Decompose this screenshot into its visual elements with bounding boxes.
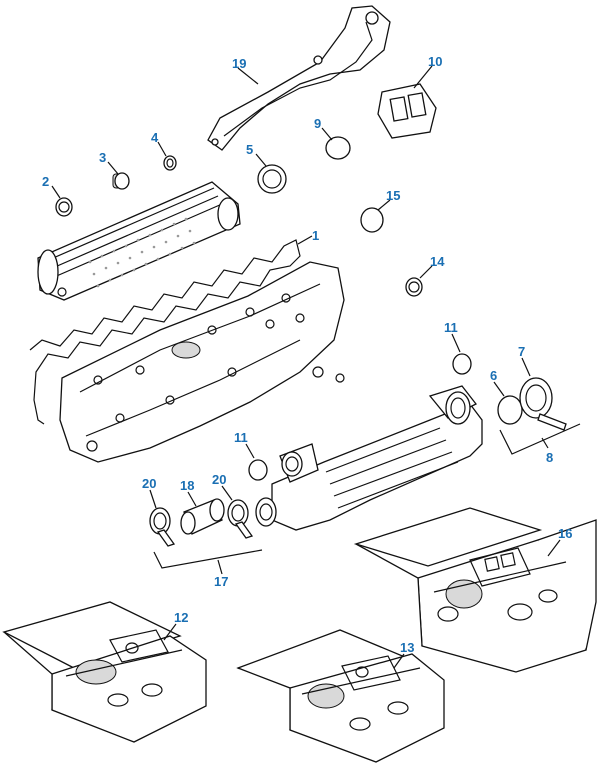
part-11-oring-lower bbox=[248, 459, 268, 481]
callout-10: 10 bbox=[428, 54, 442, 69]
kit-box-13 bbox=[236, 629, 445, 763]
callout-13: 13 bbox=[400, 640, 414, 655]
callout-11-lower: 11 bbox=[234, 430, 248, 445]
callout-19: 19 bbox=[232, 56, 246, 71]
callout-6: 6 bbox=[490, 368, 497, 383]
part-9-oring bbox=[325, 136, 351, 160]
part-2-seal bbox=[55, 197, 73, 217]
callout-7: 7 bbox=[518, 344, 525, 359]
callout-14: 14 bbox=[430, 254, 445, 269]
callout-9: 9 bbox=[314, 116, 321, 131]
callout-1: 1 bbox=[312, 228, 319, 243]
callout-12: 12 bbox=[174, 610, 188, 625]
callout-20-right: 20 bbox=[212, 472, 226, 487]
callout-17: 17 bbox=[214, 574, 228, 589]
callout-5: 5 bbox=[246, 142, 253, 157]
part-14-seal bbox=[405, 277, 423, 297]
callout-18: 18 bbox=[180, 478, 194, 493]
cooler-housing bbox=[59, 261, 345, 463]
part-18-hose bbox=[180, 498, 225, 535]
part-5-seal bbox=[257, 164, 287, 194]
part-4-seal bbox=[163, 155, 177, 171]
kit-box-12 bbox=[2, 601, 207, 743]
callout-3: 3 bbox=[99, 150, 106, 165]
oil-cooler bbox=[37, 181, 241, 301]
part-10-gasket bbox=[377, 83, 437, 139]
part-7-clamp bbox=[519, 377, 567, 431]
part-15-oring bbox=[360, 207, 384, 233]
egr-cooler bbox=[255, 385, 483, 531]
part-11-oring-upper bbox=[452, 353, 472, 375]
callout-20-left: 20 bbox=[142, 476, 156, 491]
callout-2: 2 bbox=[42, 174, 49, 189]
callout-15: 15 bbox=[386, 188, 400, 203]
callout-4: 4 bbox=[151, 130, 159, 145]
part-6-ring bbox=[497, 395, 523, 425]
kit-box-16 bbox=[353, 507, 597, 673]
part-1-gasket bbox=[29, 239, 301, 425]
callout-11-upper: 11 bbox=[444, 320, 458, 335]
part-20-clamp-left bbox=[149, 507, 176, 547]
part-20-clamp-right bbox=[227, 499, 254, 539]
part-19-gasket bbox=[207, 5, 391, 151]
callout-8: 8 bbox=[546, 450, 553, 465]
part-17-bracket bbox=[153, 549, 263, 569]
part-3-plug bbox=[112, 172, 130, 190]
callout-16: 16 bbox=[558, 526, 572, 541]
part-8-bracket bbox=[499, 423, 581, 455]
